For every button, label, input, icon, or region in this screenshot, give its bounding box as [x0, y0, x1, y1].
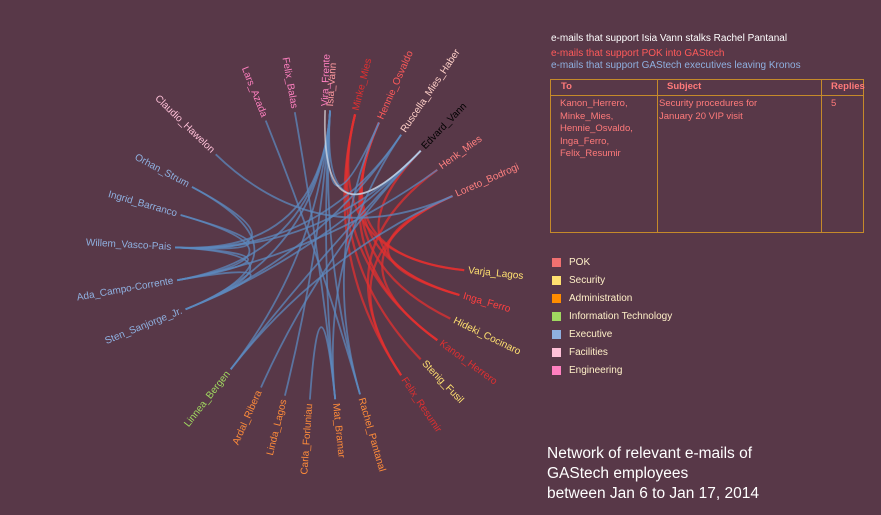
node-label-loreto_bodrogi[interactable]: Loreto_Bodrogi — [454, 162, 521, 200]
link-Ardal_Ribera-Edvard_Vann — [260, 150, 422, 388]
node-label-felix_balas[interactable]: Felix_Balas — [280, 56, 300, 109]
title-line: GAStech employees — [547, 465, 689, 482]
node-label-ardal_ribera[interactable]: Ardal_Ribera — [231, 389, 265, 447]
chart-title: Network of relevant e-mails of GAStech e… — [547, 444, 759, 504]
node-label-ingrid_barranco[interactable]: Ingrid_Barranco — [107, 189, 179, 219]
node-label-linda_lagos[interactable]: Linda_Lagos — [265, 398, 290, 456]
recipient: Minke_Mies, — [560, 110, 614, 122]
node-label-sten_sanjorge_jr.[interactable]: Sten_Sanjorge_Jr. — [104, 306, 184, 347]
column-divider — [657, 80, 658, 232]
node-label-ada_campo-corrente[interactable]: Ada_Campo-Corrente — [76, 276, 175, 304]
legend-line-pok: e-mails that support POK into GAStech — [551, 48, 725, 59]
node-label-inga_ferro[interactable]: Inga_Ferro — [462, 291, 512, 315]
node-label-mat_bramar[interactable]: Mat_Bramar — [330, 403, 347, 460]
node-label-vira_frente[interactable]: Vira_Frente — [320, 53, 333, 106]
node-label-henk_mies[interactable]: Henk_Mies — [437, 134, 484, 172]
swatch-pok — [552, 258, 561, 267]
link-Vira_Frente-Edvard_Vann — [323, 110, 422, 196]
legend-line-executives: e-mails that support GAStech executives … — [551, 60, 801, 71]
header-replies: Replies — [831, 81, 865, 92]
link-Hennie_Osvaldo-Rachel_Pantanal — [342, 122, 380, 395]
node-label-rachel_pantanal[interactable]: Rachel_Pantanal — [356, 397, 388, 473]
link-Loreto_Bodrogi-Linnea_Bergen — [229, 195, 453, 370]
email-table: To Subject Replies Kanon_Herrero, Minke_… — [550, 79, 865, 233]
swatch-facilities — [552, 348, 561, 357]
link-Henk_Mies-Felix_Resumir — [366, 168, 438, 376]
link-Loreto_Bodrogi-Kanon_Herrero — [381, 194, 453, 342]
link-Linda_Lagos-Isia_Vann — [284, 110, 331, 396]
recipient: Felix_Resumir — [560, 148, 621, 159]
node-label-minke_mies[interactable]: Minke_Mies — [351, 57, 375, 111]
recipient: Hennie_Osvaldo, — [560, 123, 633, 134]
swatch-security — [552, 276, 561, 285]
node-label-stenig_fusil[interactable]: Stenig_Fusil — [419, 358, 465, 405]
dept-label: POK — [569, 257, 591, 268]
dept-label: Facilities — [569, 347, 608, 358]
node-label-varja_lagos[interactable]: Varja_Lagos — [468, 265, 524, 282]
node-label-claudio_hawelon[interactable]: Claudio_Hawelon — [152, 93, 216, 155]
link-Sten_Sanjorge_Jr.-Ada_Campo-Corrente — [177, 271, 252, 311]
dept-label: Executive — [569, 329, 613, 340]
title-line: between Jan 6 to Jan 17, 2014 — [547, 485, 759, 502]
link-Loreto_Bodrogi-Felix_Resumir — [369, 194, 453, 376]
link-Claudio_Hawelon-Loreto_Bodrogi — [215, 153, 453, 219]
column-divider — [821, 80, 822, 232]
node-label-linnea_bergen[interactable]: Linnea_Bergen — [182, 369, 232, 429]
node-label-orhan_strum[interactable]: Orhan_Strum — [133, 152, 191, 190]
header-to: To — [561, 81, 572, 92]
link-Carla_Forluniau-Mat_Bramar — [309, 326, 337, 400]
header-subject: Subject — [667, 81, 702, 92]
link-Edvard_Vann-Inga_Ferro — [377, 149, 460, 297]
node-label-isia_vann[interactable]: Isia_Vann — [325, 62, 339, 106]
link-Lars_Azada-Rachel_Pantanal — [264, 120, 361, 395]
cell-to: Kanon_Herrero, Minke_Mies, Hennie_Osvald… — [560, 98, 633, 161]
node-label-edvard_vann[interactable]: Edvard_Vann — [420, 101, 469, 152]
link-Hideki_Cocinaro-Hennie_Osvaldo — [359, 122, 451, 320]
recipient: Kanon_Herrero, — [560, 98, 628, 109]
node-label-willem_vasco-pais[interactable]: Willem_Vasco-Pais — [86, 237, 172, 252]
title-line: Network of relevant e-mails of — [547, 445, 753, 462]
network-links — [175, 110, 465, 400]
email-table-header: To Subject Replies — [551, 80, 865, 96]
link-Ada_Campo-Corrente-Willem_Vasco-Pais — [175, 246, 249, 282]
legend-line-stalking: e-mails that support Isia Vann stalks Ra… — [551, 33, 788, 44]
dept-label: Security — [569, 275, 606, 286]
link-Orhan_Strum-Willem_Vasco-Pais — [175, 186, 253, 249]
dept-label: Information Technology — [569, 311, 673, 322]
recipient: Inga_Ferro, — [560, 135, 610, 147]
subject-line: January 20 VIP visit — [659, 110, 743, 122]
subject-line: Security procedures for — [659, 98, 758, 109]
swatch-information-technology — [552, 312, 561, 321]
swatch-administration — [552, 294, 561, 303]
swatch-engineering — [552, 366, 561, 375]
node-label-felix_resumir[interactable]: Felix_Resumir — [399, 376, 444, 436]
node-label-lars_azada[interactable]: Lars_Azada — [239, 65, 269, 119]
dept-label: Administration — [569, 293, 633, 304]
swatch-executive — [552, 330, 561, 339]
link-Stenig_Fusil-Minke_Mies — [345, 114, 422, 361]
dept-label: Engineering — [569, 365, 623, 376]
cell-replies: 5 — [831, 98, 837, 109]
node-label-carla_forluniau[interactable]: Carla_Forluniau — [299, 403, 315, 475]
cell-subject: Security procedures for January 20 VIP v… — [659, 98, 757, 123]
